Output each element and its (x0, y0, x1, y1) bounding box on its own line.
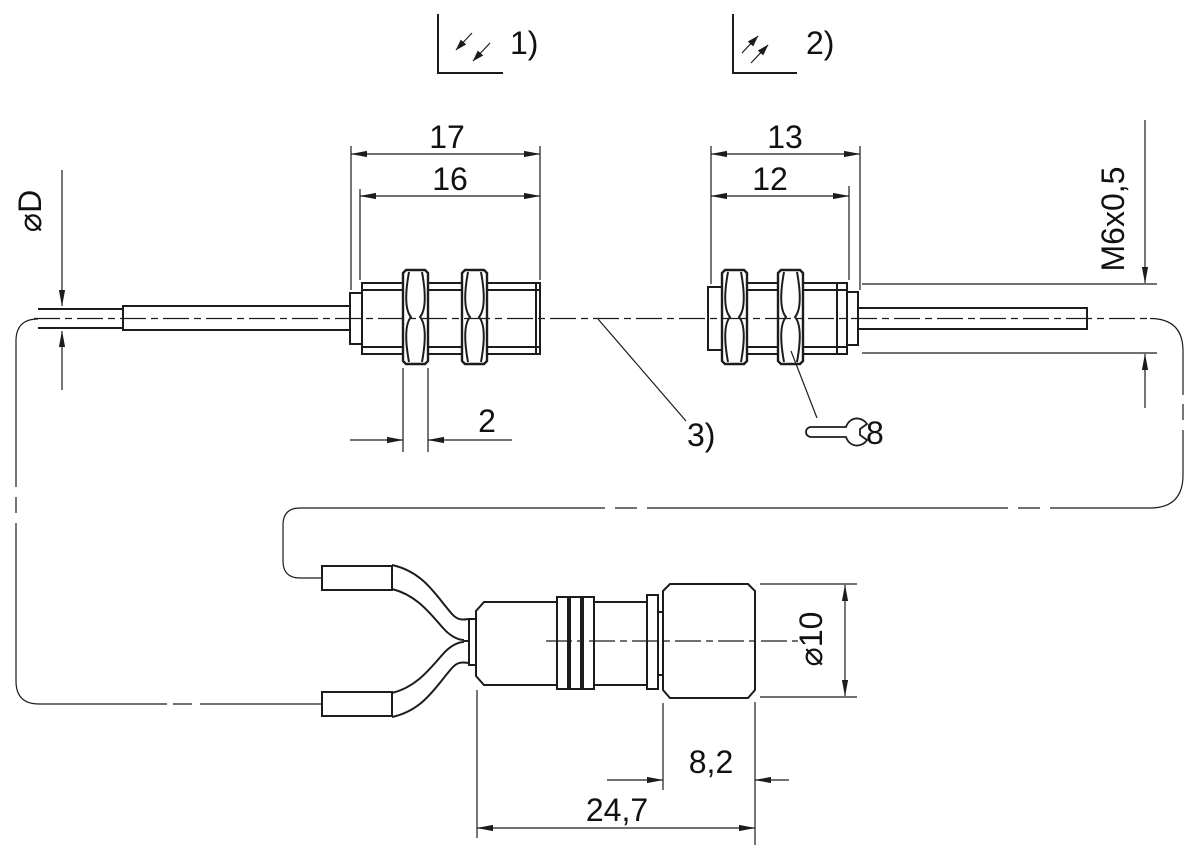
hex-nut (401, 268, 430, 366)
dim-nut-width-label: 2 (478, 403, 496, 439)
grip-rib (569, 596, 582, 690)
wrench-icon (805, 417, 869, 447)
dimension-left-sensor-thread: 16 (359, 161, 541, 280)
dimension-thread-spec: M6x0,5 (862, 120, 1157, 408)
dim-12-label: 12 (752, 161, 788, 197)
connector-mid-body (593, 601, 648, 686)
dim-connector-dia-label: ⌀10 (793, 612, 829, 667)
dimension-left-sensor-total: 17 (350, 119, 541, 290)
fiber-loop-cable (15, 317, 1184, 705)
note-receiver-label: 1) (510, 25, 538, 61)
left-loop-line (15, 318, 322, 705)
light-arrows-in-icon (437, 14, 503, 74)
cable-boot-lower (321, 691, 393, 717)
leader-line (597, 318, 687, 422)
leader-line (790, 350, 818, 419)
dimension-nut-width: 2 (350, 368, 512, 452)
hex-nut (720, 268, 749, 366)
dimension-connector-front: 8,2 (607, 702, 789, 845)
fiber-note-callout: 3) (597, 318, 715, 453)
dimension-fiber-diameter: ⌀D (12, 170, 66, 390)
grip-rib (582, 596, 595, 690)
wrench-callout: 8 (790, 350, 884, 451)
note-emitter-label: 2) (806, 25, 834, 61)
dimension-connector-diameter: ⌀10 (760, 583, 857, 698)
hex-nut (460, 268, 489, 366)
dim-24-7-label: 24,7 (586, 792, 648, 828)
collar-ring (646, 594, 659, 690)
hex-nut (776, 268, 805, 366)
dimension-right-sensor-total: 13 (710, 119, 861, 290)
left-sensor-head (38, 268, 541, 366)
dim-8-2-label: 8,2 (689, 744, 733, 780)
dimension-right-sensor-thread: 12 (710, 161, 850, 280)
wrench-size-label: 8 (866, 415, 884, 451)
right-loop-line (282, 317, 1184, 579)
light-arrows-out-icon (732, 14, 797, 74)
dim-thread-label: M6x0,5 (1095, 167, 1131, 272)
cable-boot-upper (321, 565, 393, 591)
dim-16-label: 16 (432, 161, 468, 197)
connector-body (475, 601, 558, 686)
y-split-cables (391, 564, 471, 718)
entry-neck (468, 618, 477, 666)
note-fiber-label: 3) (687, 417, 715, 453)
dim-13-label: 13 (767, 119, 803, 155)
duplex-connector (321, 564, 756, 718)
grip-rib (556, 596, 569, 690)
dim-17-label: 17 (429, 119, 465, 155)
dim-fiber-dia-label: ⌀D (12, 190, 48, 232)
dimension-connector-total: 24,7 (476, 690, 756, 838)
